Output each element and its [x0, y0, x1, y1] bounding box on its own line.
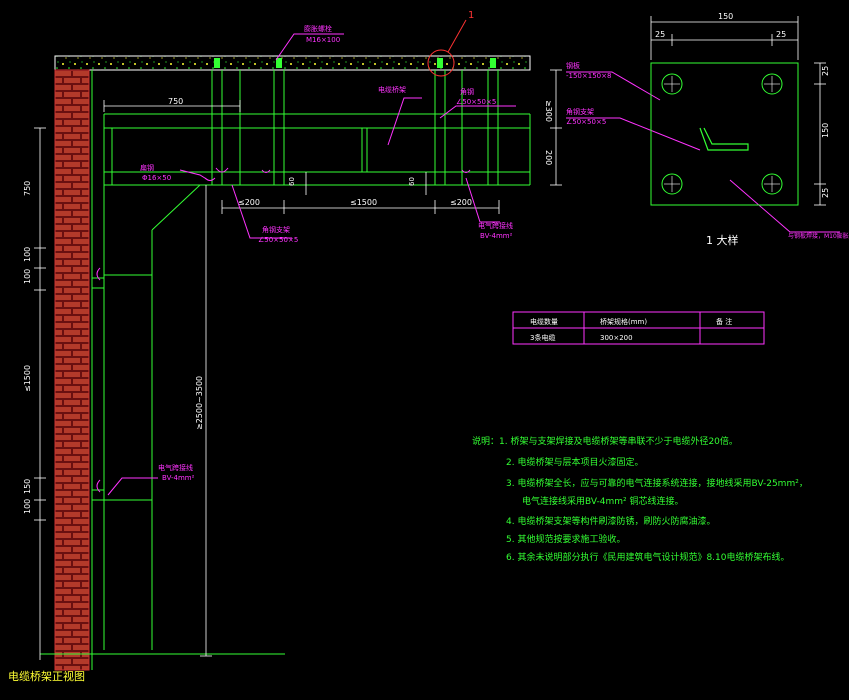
label-expansion-bolt: 膨胀螺栓 [304, 24, 332, 33]
dim-det-25-t: 25 [821, 66, 830, 76]
dim-wall-100c: 100 [23, 499, 32, 514]
ceiling-slab [54, 55, 531, 71]
label-tray: 电缆桥架 [378, 85, 406, 94]
detail-marker-label: 1 [468, 10, 474, 21]
table-header-1: 桥架规格(mm) [600, 317, 647, 326]
dim-wall-150: 150 [23, 479, 32, 494]
label-bonding-spec-2: BV-4mm² [162, 474, 195, 482]
detail-drawing [650, 16, 826, 206]
label-round-steel: 扁钢 [140, 163, 154, 172]
dim-1500: ≤1500 [350, 198, 377, 207]
dim-vert-2500: ≥2500~3500 [195, 376, 204, 430]
dim-det-150-top: 150 [718, 12, 733, 21]
label-detail-note: 与钢板焊接，M10膨胀螺栓 [788, 232, 849, 240]
spec-table: 电缆数量 桥架规格(mm) 备 注 3条电缆 300×200 [512, 311, 765, 345]
dim-wall-1500: ≤1500 [23, 365, 32, 392]
label-angle-steel-2: 角钢支架 [262, 225, 290, 234]
cable-tray-vertical [92, 114, 201, 650]
label-bonding-spec: BV-4mm² [480, 232, 513, 240]
cable-tray-horizontal [104, 113, 531, 186]
dim-200-left: ≤200 [238, 198, 260, 207]
note-5: 5. 其他规范按要求施工验收。 [506, 535, 626, 545]
table-cell-0-1: 300×200 [600, 334, 633, 342]
dim-wall-100b: 100 [23, 269, 32, 284]
dim-wall-750: 750 [23, 181, 32, 196]
ceiling-bolts [214, 58, 496, 68]
dim-200-right: 200 [544, 150, 553, 165]
detail-marker-leader [447, 19, 467, 53]
label-angle-steel: 角钢 [460, 87, 474, 96]
dim-det-150-side: 150 [821, 123, 830, 138]
dim-det-25-b: 25 [821, 188, 830, 198]
note-6: 6. 其余未说明部分执行《民用建筑电气设计规范》8.10电缆桥架布线。 [506, 553, 790, 563]
dimension-lines [34, 69, 562, 660]
label-angle-steel-3: 角钢支架 [566, 107, 594, 116]
table-cell-0-0: 3条电缆 [530, 333, 555, 342]
note-3: 3. 电缆桥架全长，应与可靠的电气连接系统连接，接地线采用BV-25mm²， [506, 479, 808, 489]
drawing-title: 电缆桥架正视图 [8, 669, 85, 683]
label-bolt-size: M16×100 [306, 36, 340, 44]
label-angle-size-top: ∠50×50×5 [456, 98, 496, 106]
dim-det-25-l: 25 [655, 30, 665, 39]
annotation-text: 膨胀螺栓 M16×100 电缆桥架 角钢 ∠50×50×5 扁钢 Φ16×50 … [8, 12, 849, 683]
note-2: 2. 电缆桥架与层本项目火漆固定。 [506, 458, 644, 468]
dim-60-a: 60 [288, 177, 296, 186]
dim-60-b: 60 [408, 177, 416, 186]
label-steel-plate: 钢板 [566, 61, 580, 70]
detail-marker-circle [427, 49, 455, 77]
note-1: 说明：1. 桥架与支架焊接及电缆桥架等串联不少于电缆外径20倍。 [472, 437, 738, 447]
clamps [96, 167, 471, 493]
note-4: 4. 电缆桥架支架等构件刷漆防锈，刷防火防腐油漆。 [506, 517, 716, 527]
label-bonding-wire: 电气跨接线 [478, 221, 513, 230]
label-bonding-wire-2: 电气跨接线 [158, 463, 193, 472]
note-3b: 电气连接线采用BV-4mm² 铜芯线连接。 [522, 497, 684, 507]
dim-200-right2: ≤200 [450, 198, 472, 207]
label-angle-size-2: ∠50×50×5 [258, 236, 298, 244]
label-round-steel-spec: Φ16×50 [142, 174, 171, 182]
label-steel-plate-spec: -150×150×8 [566, 72, 611, 80]
detail-title: 1 大样 [706, 233, 739, 247]
dim-750-top: 750 [168, 97, 183, 106]
table-header-0: 电缆数量 [530, 317, 558, 326]
label-angle-size-3: ∠50×50×5 [566, 118, 606, 126]
dim-wall-100a: 100 [23, 247, 32, 262]
dim-300: ≥300 [544, 100, 553, 122]
leader-lines [107, 33, 840, 496]
table-header-2: 备 注 [716, 317, 732, 326]
brick-wall [54, 69, 93, 671]
dim-det-25-r: 25 [776, 30, 786, 39]
